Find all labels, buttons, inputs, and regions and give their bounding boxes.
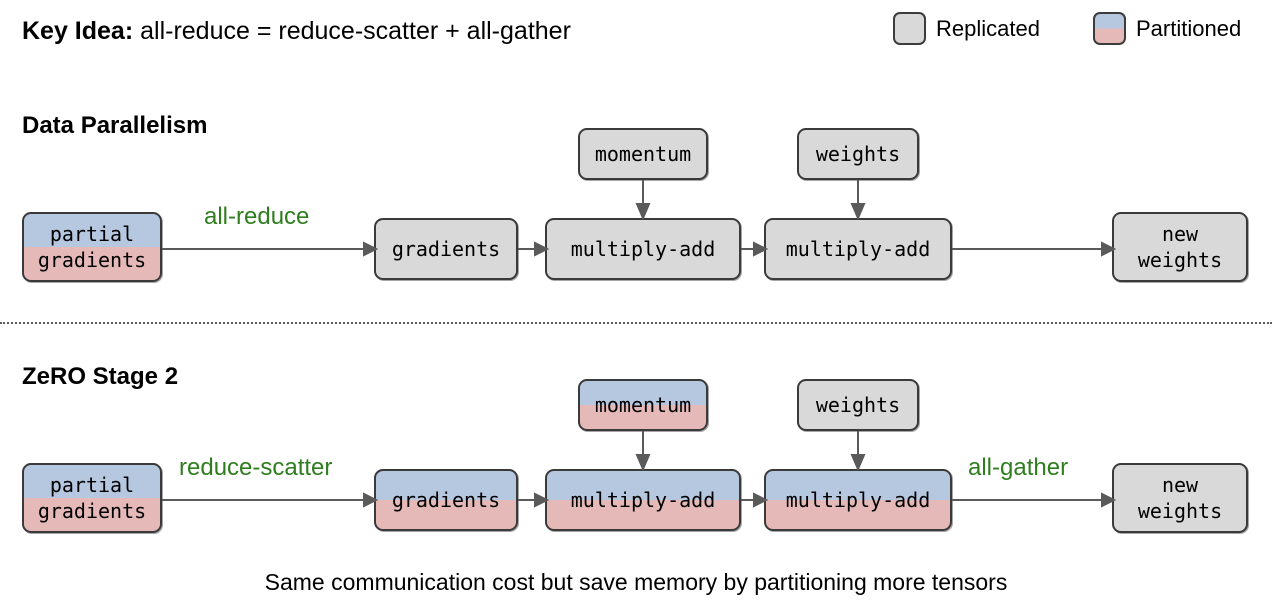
row1-new-weights-line2: weights (1137, 248, 1223, 272)
row2-partial-gradients-line1: partial (49, 473, 135, 497)
row1-partial-gradients-line1: partial (49, 222, 135, 246)
row1-new-weights-line1: new (1161, 222, 1199, 246)
row2-op-label-reduce-scatter: reduce-scatter (179, 454, 333, 481)
row1-node-momentum: momentum (578, 128, 708, 180)
legend-item-replicated: Replicated (893, 12, 1040, 45)
legend-item-partitioned: Partitioned (1093, 12, 1241, 45)
legend-swatch-replicated-icon (893, 12, 926, 45)
row2-partial-gradients-line2: gradients (37, 499, 147, 523)
row1-gradients-line1: gradients (391, 237, 501, 261)
row1-node-weights: weights (797, 128, 919, 180)
section-title-data-parallelism: Data Parallelism (22, 112, 208, 139)
row2-new-weights-line1: new (1161, 473, 1199, 497)
legend-label-replicated: Replicated (936, 15, 1040, 41)
row2-momentum-line1: momentum (594, 393, 692, 417)
row1-weights-line1: weights (815, 142, 901, 166)
row1-node-gradients: gradients (374, 218, 518, 280)
row2-gradients-line1: gradients (391, 488, 501, 512)
row2-node-multiply-add-2: multiply-add (764, 469, 952, 531)
row1-partial-gradients-line2: gradients (37, 248, 147, 272)
row2-node-momentum: momentum (578, 379, 708, 431)
row2-node-new-weights: new weights (1112, 463, 1248, 533)
row2-node-gradients: gradients (374, 469, 518, 531)
row2-weights-line1: weights (815, 393, 901, 417)
row2-multiply-add-1-line1: multiply-add (570, 488, 716, 512)
row2-node-multiply-add-1: multiply-add (545, 469, 741, 531)
row2-new-weights-line2: weights (1137, 499, 1223, 523)
row1-op-label-all-reduce: all-reduce (204, 203, 310, 230)
row2-node-weights: weights (797, 379, 919, 431)
row1-multiply-add-2-line1: multiply-add (785, 237, 931, 261)
legend-swatch-partitioned-icon (1093, 12, 1126, 45)
row1-multiply-add-1-line1: multiply-add (570, 237, 716, 261)
row1-node-new-weights: new weights (1112, 212, 1248, 282)
section-title-zero-stage-2: ZeRO Stage 2 (22, 363, 179, 390)
key-idea-equation: all-reduce = reduce-scatter + all-gather (133, 17, 571, 45)
legend-label-partitioned: Partitioned (1136, 15, 1242, 41)
row1-node-multiply-add-2: multiply-add (764, 218, 952, 280)
section-divider (0, 322, 1272, 324)
row2-node-partial-gradients: partial gradients (22, 463, 162, 533)
key-idea-label: Key Idea: (22, 17, 134, 45)
row1-node-partial-gradients: partial gradients (22, 212, 162, 282)
key-idea-text: Key Idea: all-reduce = reduce-scatter + … (22, 16, 571, 46)
row2-op-label-all-gather: all-gather (968, 454, 1069, 481)
row2-multiply-add-2-line1: multiply-add (785, 488, 931, 512)
row1-momentum-line1: momentum (594, 142, 692, 166)
row1-node-multiply-add-1: multiply-add (545, 218, 741, 280)
footer-caption: Same communication cost but save memory … (264, 569, 1008, 595)
